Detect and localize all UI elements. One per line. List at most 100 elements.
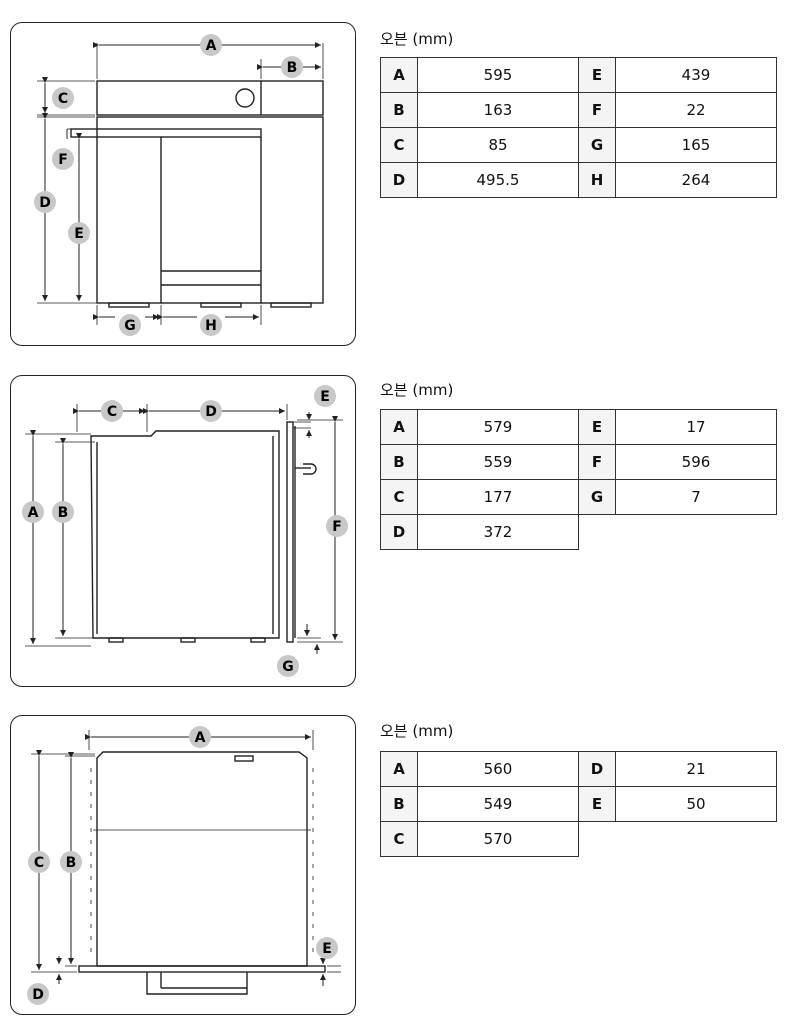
- side-view-drawing: C D E A B F G: [22, 385, 348, 677]
- top-view-drawing: A C B E D: [27, 726, 341, 1005]
- dim-value: 50: [615, 786, 777, 822]
- dim-key: A: [380, 57, 418, 93]
- dim-key: A: [380, 409, 418, 445]
- dim-value: 85: [417, 127, 579, 163]
- svg-text:E: E: [74, 226, 84, 242]
- dim-key: C: [380, 821, 418, 857]
- callout-D: D: [34, 191, 56, 213]
- dim-value: 22: [615, 92, 777, 128]
- svg-text:A: A: [28, 505, 39, 521]
- dim-key: C: [380, 479, 418, 515]
- svg-text:C: C: [58, 91, 68, 107]
- callout-B: B: [281, 56, 303, 78]
- dim-key: E: [578, 57, 616, 93]
- callout-C: C: [52, 87, 74, 109]
- callout-C: C: [101, 400, 123, 422]
- dim-key: D: [380, 514, 418, 550]
- dim-value: 177: [417, 479, 579, 515]
- side-view-diagram: C D E A B F G: [10, 375, 356, 687]
- dim-key: B: [380, 786, 418, 822]
- dim-key: F: [578, 92, 616, 128]
- dim-value: 439: [615, 57, 777, 93]
- dim-value: 495.5: [417, 162, 579, 198]
- dim-value: 549: [417, 786, 579, 822]
- dim-key: H: [578, 162, 616, 198]
- svg-text:F: F: [58, 152, 68, 168]
- dim-key: B: [380, 444, 418, 480]
- dim-key: F: [578, 444, 616, 480]
- svg-text:H: H: [205, 318, 217, 334]
- callout-C: C: [28, 851, 50, 873]
- callout-A: A: [200, 34, 222, 56]
- top-view-diagram: A C B E D: [10, 715, 356, 1015]
- callout-E: E: [314, 385, 336, 407]
- callout-A: A: [189, 726, 211, 748]
- dim-value: 21: [615, 751, 777, 787]
- dim-key: G: [578, 479, 616, 515]
- svg-text:D: D: [205, 404, 217, 420]
- callout-G: G: [119, 314, 141, 336]
- section-3-title: 오븐 (mm): [380, 722, 454, 740]
- dim-key: E: [578, 786, 616, 822]
- dim-value: 165: [615, 127, 777, 163]
- callout-G: G: [277, 655, 299, 677]
- callout-H: H: [200, 314, 222, 336]
- svg-text:C: C: [107, 404, 117, 420]
- dim-value: 372: [417, 514, 579, 550]
- svg-text:B: B: [58, 505, 69, 521]
- dim-key: G: [578, 127, 616, 163]
- svg-text:B: B: [287, 60, 298, 76]
- svg-text:D: D: [39, 195, 51, 211]
- svg-text:E: E: [320, 389, 330, 405]
- svg-text:E: E: [322, 941, 332, 957]
- dim-value: 595: [417, 57, 579, 93]
- dim-key: D: [578, 751, 616, 787]
- svg-text:G: G: [282, 659, 294, 675]
- callout-D: D: [27, 983, 49, 1005]
- dim-value: 579: [417, 409, 579, 445]
- dim-value: 163: [417, 92, 579, 128]
- callout-F: F: [52, 148, 74, 170]
- dim-key: B: [380, 92, 418, 128]
- front-view-drawing: A B C F D E G H: [34, 34, 324, 336]
- dim-value: 264: [615, 162, 777, 198]
- dim-key: C: [380, 127, 418, 163]
- front-view-diagram: A B C F D E G H: [10, 22, 356, 346]
- svg-text:G: G: [124, 318, 136, 334]
- svg-text:D: D: [32, 987, 44, 1003]
- dim-value: 7: [615, 479, 777, 515]
- dim-value: 570: [417, 821, 579, 857]
- dim-key: D: [380, 162, 418, 198]
- svg-text:A: A: [195, 730, 206, 746]
- svg-text:A: A: [206, 38, 217, 54]
- dim-value: 17: [615, 409, 777, 445]
- callout-A: A: [22, 501, 44, 523]
- dim-value: 559: [417, 444, 579, 480]
- callout-E: E: [68, 222, 90, 244]
- section-2-title: 오븐 (mm): [380, 381, 454, 399]
- callout-B: B: [60, 851, 82, 873]
- callout-E: E: [316, 937, 338, 959]
- svg-text:B: B: [66, 855, 77, 871]
- section-1-title: 오븐 (mm): [380, 30, 454, 48]
- dim-value: 596: [615, 444, 777, 480]
- svg-text:C: C: [34, 855, 44, 871]
- dim-key: E: [578, 409, 616, 445]
- svg-text:F: F: [332, 519, 342, 535]
- callout-D: D: [200, 400, 222, 422]
- dim-value: 560: [417, 751, 579, 787]
- dim-key: A: [380, 751, 418, 787]
